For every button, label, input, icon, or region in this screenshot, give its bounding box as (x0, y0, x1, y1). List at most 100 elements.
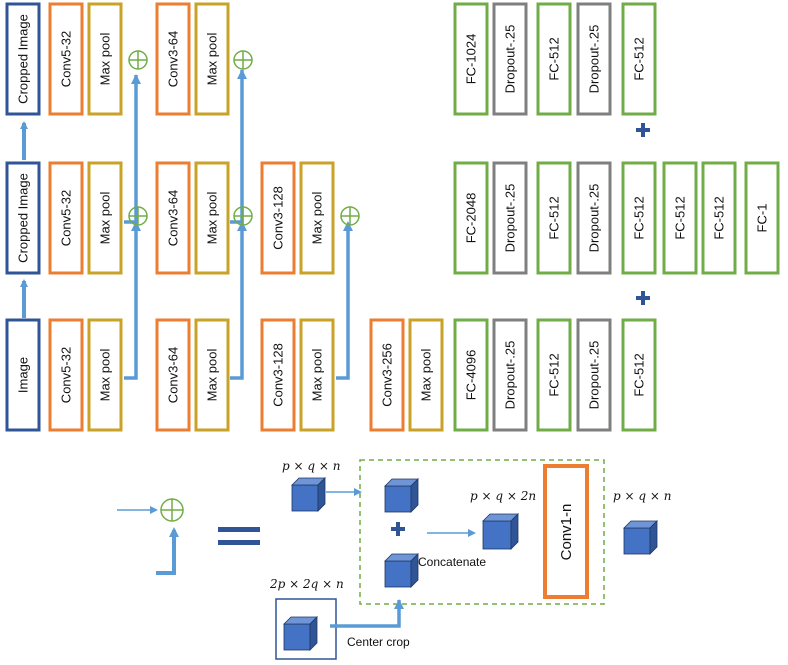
skip-connections (124, 70, 350, 380)
top-pool-box-0-label: Max pool (98, 33, 113, 86)
cube-lower-icon (384, 553, 419, 588)
bot-conv-box-1: Conv3-64 (155, 318, 191, 432)
bot-fc-box-4-label: FC-512 (632, 353, 647, 396)
conv1n-box (543, 464, 589, 599)
top-pool-box-1-label: Max pool (205, 33, 220, 86)
mid-pool-box-1: Max pool (194, 161, 230, 275)
top-fc-box-4: FC-512 (621, 2, 657, 116)
bot-pool-box-2: Max pool (299, 318, 335, 432)
bot-fc-box-2: FC-512 (536, 318, 572, 432)
top-fc-box-0: FC-1024 (453, 2, 489, 116)
mid-fc-box-2-label: FC-512 (547, 196, 562, 239)
mid-conv-box-1: Conv3-64 (155, 161, 191, 275)
dim-top-label: p × q × n (282, 459, 340, 473)
bot-pool-box-3: Max pool (408, 318, 444, 432)
top-fc-box-3-label: Dropout-.25 (587, 25, 602, 94)
equals-icon (218, 527, 260, 532)
mid-fc-box-7: FC-1 (744, 161, 780, 275)
concat-oplus-icon (340, 206, 360, 226)
bot-fc-box-1: Dropout-.25 (492, 318, 528, 432)
top-fc-box-2: FC-512 (536, 2, 572, 116)
mid-fc-box-2: FC-512 (536, 161, 572, 275)
mid-pool-box-0: Max pool (87, 161, 123, 275)
bot-pool-box-1-label: Max pool (205, 349, 220, 402)
mid-input-box-label: Cropped Image (16, 173, 31, 263)
bot-fc-box-4: FC-512 (621, 318, 657, 432)
mid-pool-box-0-label: Max pool (98, 192, 113, 245)
mid-fc-box-3-label: Dropout-.25 (587, 184, 602, 253)
concat-block-frame (359, 459, 605, 605)
concat-oplus-icon (128, 50, 148, 70)
cube-crop-icon (283, 616, 318, 651)
bot-conv-box-3: Conv3-256 (369, 318, 405, 432)
top-fc-box-4-label: FC-512 (632, 37, 647, 80)
mid-pool-box-2: Max pool (299, 161, 335, 275)
bot-pool-box-0-label: Max pool (98, 349, 113, 402)
bot-conv-box-2-label: Conv3-128 (271, 343, 286, 407)
mid-fc-box-4-label: FC-512 (632, 196, 647, 239)
bot-fc-box-0-label: FC-4096 (464, 350, 479, 401)
cube-output-icon (623, 520, 658, 555)
mid-fc-box-3: Dropout-.25 (576, 161, 612, 275)
top-fc-box-1-label: Dropout-.25 (503, 25, 518, 94)
concat-oplus-icon (233, 50, 253, 70)
cube-upper-icon (384, 478, 419, 513)
top-input-box: Cropped Image (5, 2, 41, 116)
top-conv-box-1: Conv3-64 (155, 2, 191, 116)
mid-fc-box-4: FC-512 (621, 161, 657, 275)
bot-conv-box-2: Conv3-128 (260, 318, 296, 432)
bot-conv-box-0: Conv5-32 (48, 318, 84, 432)
bot-fc-box-2-label: FC-512 (547, 353, 562, 396)
bot-pool-box-1: Max pool (194, 318, 230, 432)
top-fc-box-3: Dropout-.25 (576, 2, 612, 116)
bot-conv-box-0-label: Conv5-32 (59, 347, 74, 403)
bot-input-box: Image (5, 318, 41, 432)
bot-input-box-label: Image (16, 357, 31, 393)
cube-concat-icon (482, 513, 519, 550)
legend-skip-arrow (156, 530, 176, 575)
mid-fc-box-1: Dropout-.25 (492, 161, 528, 275)
concat-oplus-icon (233, 206, 253, 226)
mid-fc-box-1-label: Dropout-.25 (503, 184, 518, 253)
bot-pool-box-3-label: Max pool (419, 349, 434, 402)
bot-conv-box-3-label: Conv3-256 (380, 343, 395, 407)
top-input-box-label: Cropped Image (16, 14, 31, 104)
mid-fc-box-6-label: FC-512 (712, 196, 727, 239)
legend-oplus-icon (160, 498, 184, 522)
mid-input-box: Cropped Image (5, 161, 41, 275)
top-conv-box-0: Conv5-32 (48, 2, 84, 116)
fc-plus-signs (636, 123, 650, 305)
crop-outer-box (275, 598, 337, 660)
mid-fc-box-5-label: FC-512 (673, 196, 688, 239)
center-crop-label: Center crop (347, 635, 410, 649)
mid-fc-box-0: FC-2048 (453, 161, 489, 275)
mid-fc-box-5: FC-512 (662, 161, 698, 275)
mid-pool-box-1-label: Max pool (205, 192, 220, 245)
bot-fc-box-3: Dropout-.25 (576, 318, 612, 432)
mid-conv-box-0: Conv5-32 (48, 161, 84, 275)
skip-arrowheads (131, 69, 353, 231)
bot-pool-box-2-label: Max pool (310, 349, 325, 402)
mid-fc-box-7-label: FC-1 (755, 204, 770, 233)
mid-conv-box-2-label: Conv3-128 (271, 186, 286, 250)
bot-fc-box-3-label: Dropout-.25 (587, 341, 602, 410)
top-fc-box-2-label: FC-512 (547, 37, 562, 80)
concat-oplus-icon (128, 206, 148, 226)
top-pool-box-0: Max pool (87, 2, 123, 116)
cube-input-icon (291, 477, 326, 512)
top-conv-box-0-label: Conv5-32 (59, 31, 74, 87)
mid-pool-box-2-label: Max pool (310, 192, 325, 245)
mid-fc-box-6: FC-512 (701, 161, 737, 275)
top-conv-box-1-label: Conv3-64 (166, 31, 181, 87)
dim-out-label: p × q × n (613, 489, 671, 503)
mid-conv-box-1-label: Conv3-64 (166, 190, 181, 246)
dim-crop-label: 2p × 2q × n (269, 577, 344, 591)
mid-conv-box-2: Conv3-128 (260, 161, 296, 275)
conv1n-label: Conv1-n (558, 504, 575, 561)
concatenate-label: Concatenate (418, 555, 486, 569)
legend: p × q × n p × q × 2n p × q × n 2p × 2q ×… (117, 459, 671, 660)
top-pool-box-1: Max pool (194, 2, 230, 116)
top-fc-box-1: Dropout-.25 (492, 2, 528, 116)
bot-fc-box-0: FC-4096 (453, 318, 489, 432)
